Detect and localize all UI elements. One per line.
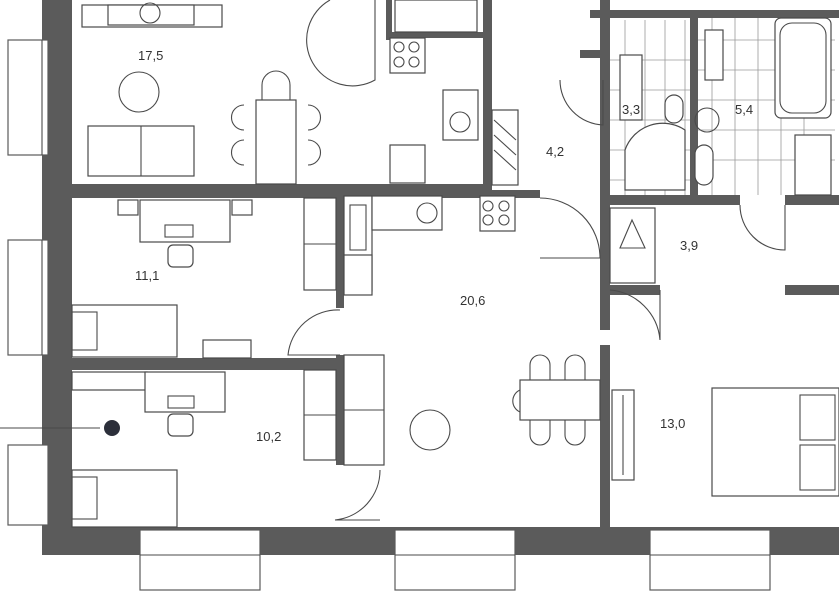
room-area-label: 20,6 <box>460 293 485 308</box>
room-area-label: 10,2 <box>256 429 281 444</box>
room-area-label: 11,1 <box>135 268 159 283</box>
room-area-label: 17,5 <box>138 48 163 63</box>
doors <box>287 0 786 521</box>
location-marker <box>104 420 120 436</box>
furniture <box>71 0 839 528</box>
room-area-label: 3,9 <box>680 238 698 253</box>
room-area-label: 5,4 <box>735 102 753 117</box>
room-area-label: 13,0 <box>660 416 685 431</box>
room-area-label: 3,3 <box>622 102 640 117</box>
windows <box>7 39 771 591</box>
room-area-label: 4,2 <box>546 144 564 159</box>
